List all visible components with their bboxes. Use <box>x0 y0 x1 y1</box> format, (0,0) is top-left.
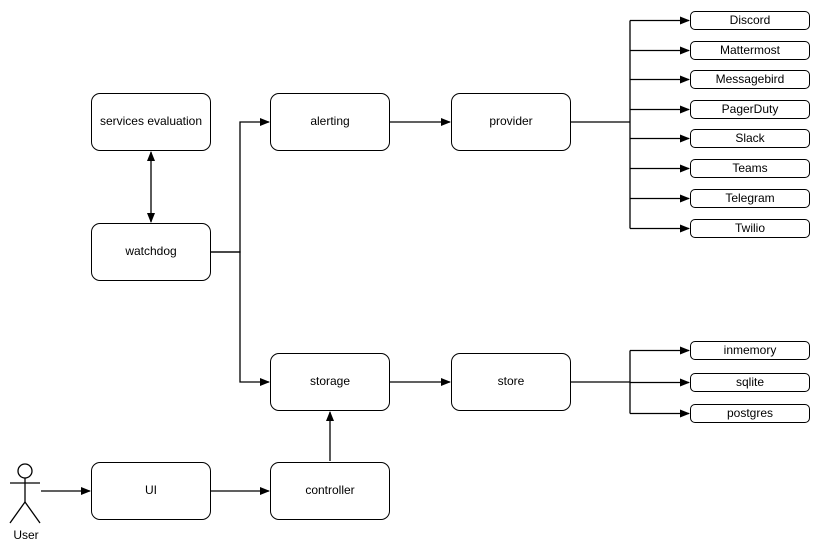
actor-left-leg <box>9 501 26 524</box>
leaf-provider-slack: Slack <box>690 129 810 148</box>
node-storage: storage <box>270 353 390 411</box>
edge-watchdog-alerting <box>211 118 270 253</box>
leaf-provider-pagerduty: PagerDuty <box>690 100 810 119</box>
node-alerting: alerting <box>270 93 390 151</box>
leaf-store-postgres: postgres <box>690 404 810 423</box>
node-ui: UI <box>91 462 211 520</box>
leaf-store-inmemory: inmemory <box>690 341 810 360</box>
leaf-store-sqlite: sqlite <box>690 373 810 392</box>
node-controller: controller <box>270 462 390 520</box>
actor-head <box>17 463 33 479</box>
node-watchdog: watchdog <box>91 223 211 281</box>
actor-right-leg <box>24 501 41 524</box>
leaf-provider-discord: Discord <box>690 11 810 30</box>
leaf-provider-twilio: Twilio <box>690 219 810 238</box>
leaf-provider-telegram: Telegram <box>690 189 810 208</box>
node-provider: provider <box>451 93 571 151</box>
leaf-provider-mattermost: Mattermost <box>690 41 810 60</box>
leaf-provider-messagebird: Messagebird <box>690 70 810 89</box>
edge-watchdog-storage <box>211 251 270 386</box>
user-actor-icon <box>9 463 41 524</box>
node-store: store <box>451 353 571 411</box>
actor-label: User <box>13 528 39 542</box>
node-services-evaluation: services evaluation <box>91 93 211 151</box>
leaf-provider-teams: Teams <box>690 159 810 178</box>
